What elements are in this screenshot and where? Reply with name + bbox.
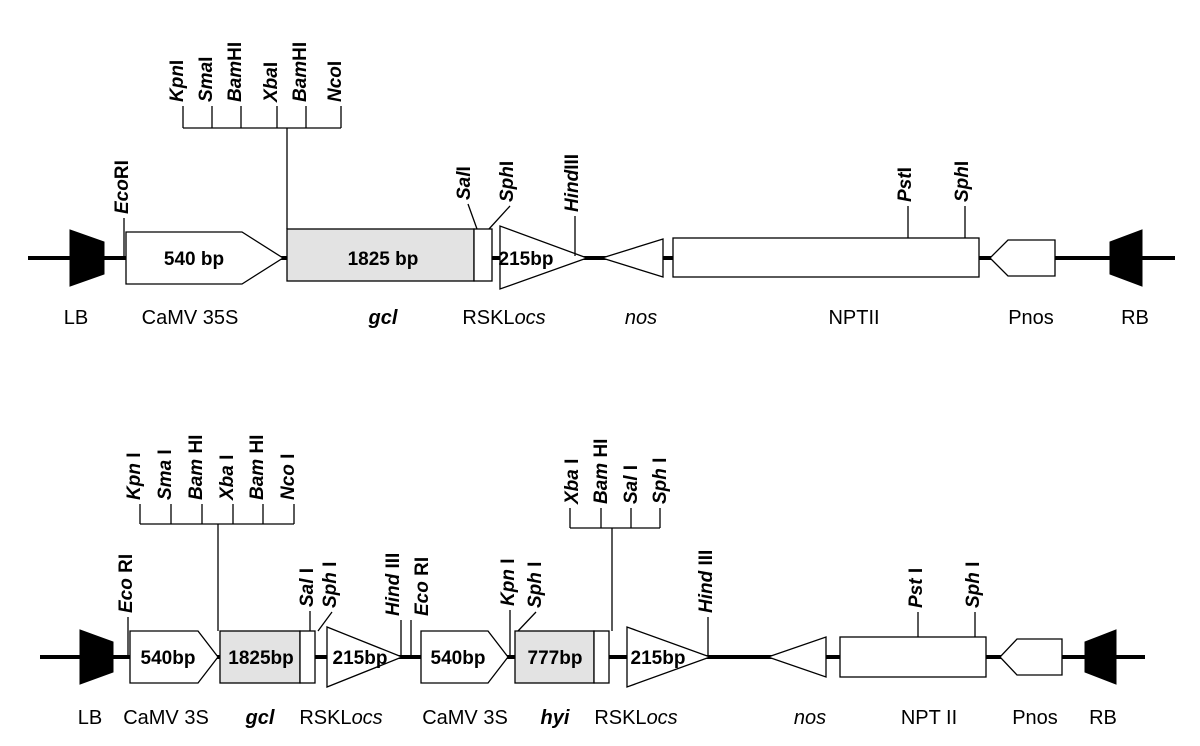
site-xba: XbaI bbox=[261, 62, 282, 103]
site-sma: SmaI bbox=[196, 57, 217, 102]
nos-terminator bbox=[766, 636, 827, 678]
site-sal-1: Sal I bbox=[297, 568, 318, 607]
site-eco-2: Eco RI bbox=[412, 557, 433, 616]
site-xba-2: Xba I bbox=[562, 459, 583, 505]
site-sma: Sma I bbox=[155, 449, 176, 500]
label-rskl-ocs-1: RSKLocs bbox=[299, 707, 382, 729]
site-pst: PstI bbox=[895, 167, 916, 202]
gene-size: 1825 bp bbox=[348, 249, 419, 270]
site-bam-2: Bam HI bbox=[247, 435, 268, 500]
site-bam-1: BamHI bbox=[225, 42, 246, 102]
label-gene: gcl bbox=[368, 307, 398, 329]
site-kpn: Kpn I bbox=[124, 453, 145, 501]
label-promoter-2: CaMV 3S bbox=[422, 707, 508, 729]
label-rskl-ocs-2: RSKLocs bbox=[594, 707, 677, 729]
label-lb: LB bbox=[78, 707, 102, 729]
site-xba: Xba I bbox=[217, 455, 238, 501]
label-promoter: CaMV 35S bbox=[142, 307, 239, 329]
left-border-marker bbox=[69, 229, 105, 287]
ocs-terminator-1 bbox=[326, 626, 404, 688]
label-pnos: Pnos bbox=[1012, 707, 1058, 729]
term-2-size: 215bp bbox=[631, 648, 686, 669]
site-nco: Nco I bbox=[278, 454, 299, 500]
site-sal-2: Sal I bbox=[621, 465, 642, 504]
construct-1: 540 bp 1825 bp 215bp KpnI SmaI BamHI Xba… bbox=[28, 42, 1175, 329]
site-kpn: KpnI bbox=[167, 60, 188, 102]
site-pst: Pst I bbox=[906, 568, 927, 608]
nptii-box bbox=[672, 237, 980, 278]
label-nptii: NPT II bbox=[901, 707, 957, 729]
site-sph-4: Sph I bbox=[963, 562, 984, 608]
right-border-marker bbox=[1109, 229, 1143, 287]
construct-2: 540bp 1825bp 215bp 540bp 777bp 215bp bbox=[40, 435, 1145, 729]
label-gene-2: hyi bbox=[541, 707, 570, 729]
gene-box bbox=[286, 228, 475, 282]
label-rb: RB bbox=[1121, 307, 1149, 329]
site-kpn-2: Kpn I bbox=[498, 559, 519, 607]
pnos-arrow bbox=[999, 638, 1063, 676]
term-1-size: 215bp bbox=[333, 648, 388, 669]
label-nptii: NPTII bbox=[828, 307, 879, 329]
site-bam-2: BamHI bbox=[290, 42, 311, 102]
site-sal: SalI bbox=[454, 166, 475, 200]
gene-2-box bbox=[514, 630, 595, 684]
label-rskl-ocs: RSKLocs bbox=[462, 307, 545, 329]
promoter-1-arrow bbox=[129, 630, 219, 684]
label-pnos: Pnos bbox=[1008, 307, 1054, 329]
rskl-1-box bbox=[299, 630, 316, 684]
gene-1-size: 1825bp bbox=[228, 648, 293, 669]
promoter-2-size: 540bp bbox=[431, 648, 486, 669]
promoter-2-arrow bbox=[420, 630, 509, 684]
rskl-2-box bbox=[593, 630, 610, 684]
site-bam-1: Bam HI bbox=[186, 435, 207, 500]
gene-2-size: 777bp bbox=[528, 648, 583, 669]
nptii-box bbox=[839, 636, 987, 678]
site-sph-1: Sph I bbox=[320, 562, 341, 608]
site-nco: NcoI bbox=[325, 61, 346, 102]
promoter-arrow bbox=[125, 231, 285, 285]
label-lb: LB bbox=[64, 307, 88, 329]
nos-terminator bbox=[599, 238, 664, 278]
site-sph-2: Sph I bbox=[525, 562, 546, 608]
ocs-terminator-2 bbox=[626, 626, 712, 688]
terminator-size: 215bp bbox=[499, 249, 554, 270]
label-nos: nos bbox=[625, 307, 657, 329]
rskl-box bbox=[473, 228, 493, 282]
site-eco: EcoRI bbox=[112, 160, 133, 214]
site-sph-3: Sph I bbox=[650, 458, 671, 504]
label-nos: nos bbox=[794, 707, 826, 729]
site-hind: HindIII bbox=[562, 154, 583, 212]
promoter-1-size: 540bp bbox=[141, 648, 196, 669]
left-border-marker bbox=[79, 629, 114, 685]
label-gene-1: gcl bbox=[245, 707, 275, 729]
label-rb: RB bbox=[1089, 707, 1117, 729]
label-promoter-1: CaMV 3S bbox=[123, 707, 209, 729]
right-border-marker bbox=[1084, 629, 1117, 685]
promoter-size: 540 bp bbox=[164, 249, 224, 270]
site-sph-2: SphI bbox=[952, 161, 973, 202]
site-eco-1: Eco RI bbox=[116, 554, 137, 613]
pnos-arrow bbox=[989, 239, 1056, 277]
site-hind-2: Hind III bbox=[696, 550, 717, 613]
site-hind-1: Hind III bbox=[383, 553, 404, 616]
site-bam-3: Bam HI bbox=[591, 439, 612, 504]
ocs-terminator bbox=[499, 225, 589, 290]
site-sph-1: SphI bbox=[497, 161, 518, 202]
